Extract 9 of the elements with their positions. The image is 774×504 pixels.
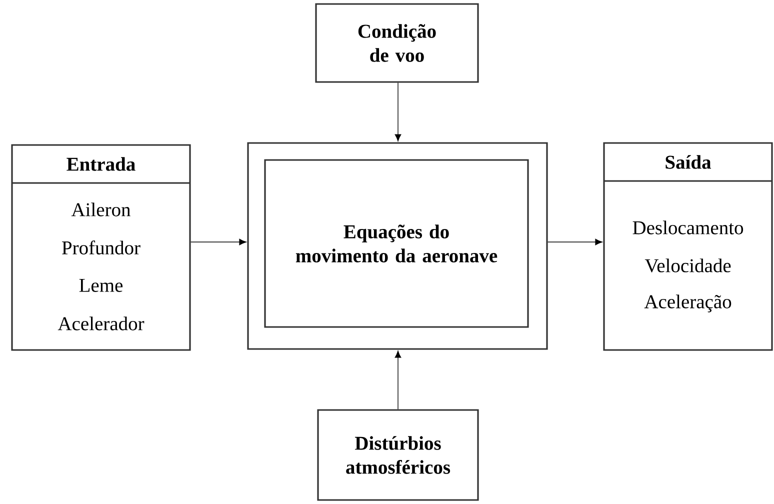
table-box: Entrada Aileron Profundor Leme Acelerador <box>11 144 191 351</box>
box: Condição de voo <box>315 3 479 83</box>
arrow <box>394 82 402 142</box>
arrow <box>190 238 246 246</box>
arrow <box>394 350 402 410</box>
box: Distúrbios atmosféricos <box>317 409 479 501</box>
box: Equações do movimento da aeronave <box>264 159 529 328</box>
arrow <box>547 238 602 246</box>
table-box: Saída Deslocamento Velocidade Aceleração <box>603 142 773 351</box>
